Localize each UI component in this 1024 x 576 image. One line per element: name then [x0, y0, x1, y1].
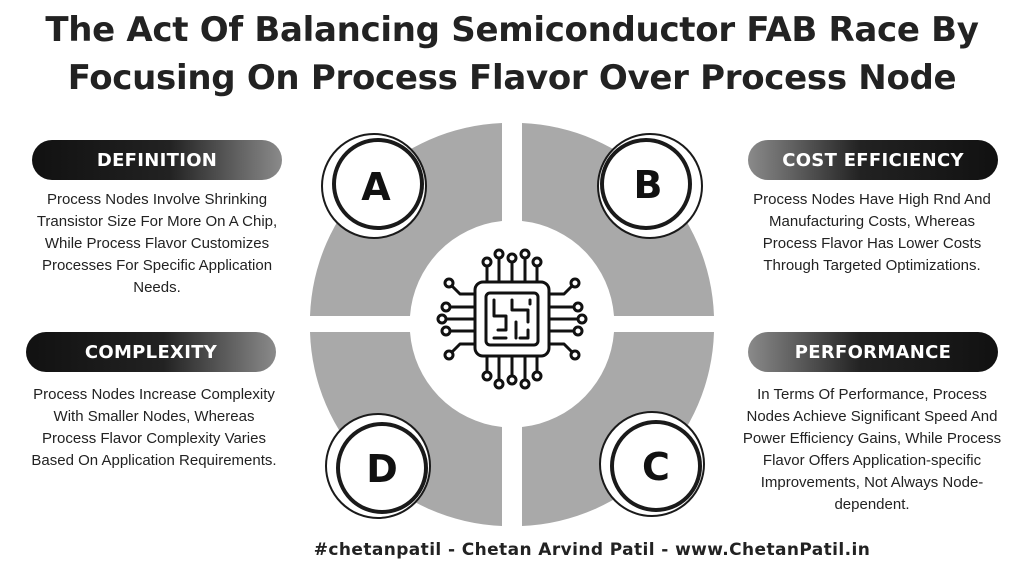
- definition-label: DEFINITION: [96, 149, 218, 171]
- badge-c-letter: C: [642, 445, 670, 489]
- badge-d: D: [325, 413, 431, 519]
- page-title: The Act Of Balancing Semiconductor FAB R…: [0, 6, 1024, 102]
- badge-a: A: [321, 133, 427, 239]
- cost-efficiency-pill: COST EFFICIENCY: [748, 140, 998, 180]
- title-line-2: Focusing On Process Flavor Over Process …: [67, 58, 957, 98]
- definition-text: Process Nodes Involve Shrinking Transist…: [36, 191, 278, 296]
- badge-d-letter: D: [366, 447, 398, 491]
- title-line-1: The Act Of Balancing Semiconductor FAB R…: [45, 10, 979, 50]
- performance-pill: PERFORMANCE: [748, 332, 998, 372]
- footer-credit: #chetanpatil - Chetan Arvind Patil - www…: [313, 540, 871, 560]
- microchip-icon: [436, 248, 588, 390]
- badge-b: B: [597, 133, 703, 239]
- complexity-pill: COMPLEXITY: [26, 332, 276, 372]
- cost-efficiency-label: COST EFFICIENCY: [782, 149, 964, 171]
- badge-b-letter: B: [634, 163, 663, 207]
- badge-a-letter: A: [361, 165, 391, 209]
- performance-label: PERFORMANCE: [794, 341, 952, 363]
- complexity-label: COMPLEXITY: [84, 341, 218, 363]
- cost-efficiency-text: Process Nodes Have High Rnd And Manufact…: [753, 191, 991, 274]
- definition-pill: DEFINITION: [32, 140, 282, 180]
- complexity-text: Process Nodes Increase Complexity With S…: [31, 386, 277, 469]
- performance-text: In Terms Of Performance, Process Nodes A…: [742, 386, 1002, 513]
- badge-c: C: [599, 411, 705, 517]
